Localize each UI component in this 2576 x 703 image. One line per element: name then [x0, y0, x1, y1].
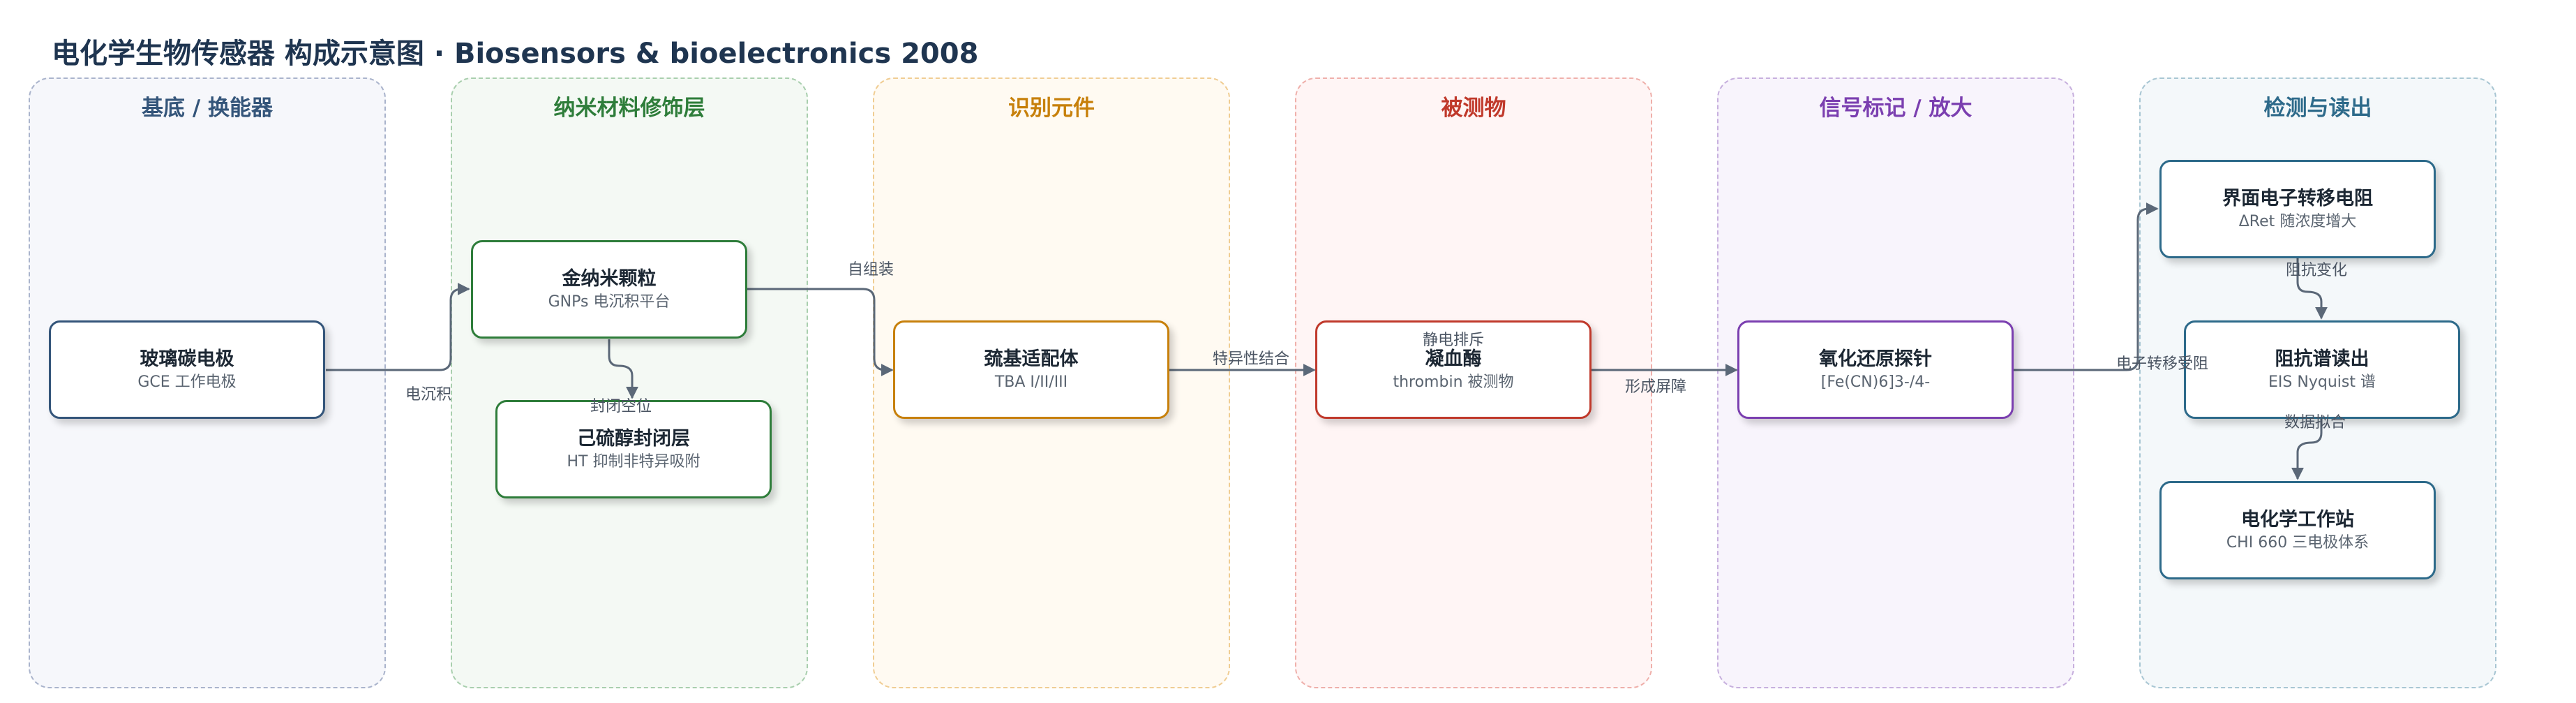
lane-title: 检测与读出 — [2263, 96, 2372, 121]
lane-title: 信号标记 / 放大 — [1819, 96, 1972, 121]
node-chi: 电化学工作站 CHI 660 三电极体系 — [2159, 481, 2436, 579]
node-subtitle: TBA I/II/III — [994, 373, 1068, 391]
edge-eis-chi — [2291, 419, 2323, 480]
lane-title: 纳米材料修饰层 — [553, 96, 705, 121]
page-title: 电化学生物传感器 构成示意图 · Biosensors & bioelectro… — [52, 38, 979, 70]
edge-label-electrostatic-repulsion: 静电排斥 — [1423, 332, 1485, 349]
node-title: 己硫醇封闭层 — [577, 427, 690, 450]
node-title: 电化学工作站 — [2241, 508, 2354, 531]
node-ht: 己硫醇封闭层 HT 抑制非特异吸附 — [495, 400, 772, 498]
edge-label-self-assembly: 自组装 — [848, 261, 894, 279]
edge-gce-gnps — [326, 283, 470, 371]
lane-title: 被测物 — [1441, 96, 1506, 121]
edge-label-specific-binding: 特异性结合 — [1213, 350, 1290, 368]
node-gce: 玻璃碳电极 GCE 工作电极 — [49, 320, 325, 419]
node-subtitle: CHI 660 三电极体系 — [2226, 533, 2369, 552]
node-subtitle: GCE 工作电极 — [137, 373, 237, 391]
node-subtitle: thrombin 被测物 — [1393, 373, 1514, 391]
node-title: 阻抗谱读出 — [2275, 348, 2369, 370]
edge-gnps-tba — [747, 288, 894, 376]
lane-nanomaterial: 纳米材料修饰层 — [451, 77, 808, 688]
edge-probe-ret — [2013, 202, 2159, 371]
node-subtitle: ΔRet 随浓度增大 — [2238, 212, 2357, 230]
node-ret: 界面电子转移电阻 ΔRet 随浓度增大 — [2159, 160, 2436, 258]
edge-label-impedance-change: 阻抗变化 — [2286, 262, 2348, 279]
node-thrombin: 凝血酶 thrombin 被测物 — [1315, 320, 1592, 419]
node-title: 界面电子转移电阻 — [2222, 187, 2373, 209]
node-subtitle: GNPs 电沉积平台 — [548, 293, 671, 311]
lane-title: 识别元件 — [1008, 96, 1095, 121]
node-subtitle: HT 抑制非特异吸附 — [567, 452, 701, 471]
node-title: 巯基适配体 — [984, 348, 1079, 370]
node-title: 玻璃碳电极 — [140, 348, 234, 370]
node-eis: 阻抗谱读出 EIS Nyquist 谱 — [2184, 320, 2460, 419]
node-tba: 巯基适配体 TBA I/II/III — [893, 320, 1169, 419]
node-subtitle: EIS Nyquist 谱 — [2268, 373, 2376, 391]
edge-gnps-ht — [608, 339, 638, 399]
node-probe: 氧化还原探针 [Fe(CN)6]3-/4- — [1737, 320, 2014, 419]
node-title: 金纳米颗粒 — [562, 267, 657, 290]
edge-label-data-fitting: 数据拟合 — [2284, 414, 2346, 431]
edge-ret-eis — [2296, 258, 2328, 320]
node-subtitle: [Fe(CN)6]3-/4- — [1820, 373, 1931, 391]
edge-label-electron-transfer-blocked: 电子转移受阻 — [2116, 355, 2209, 373]
node-title: 凝血酶 — [1425, 348, 1482, 370]
edge-label-electrodeposition: 电沉积 — [405, 386, 452, 404]
node-title: 氧化还原探针 — [1819, 348, 1932, 370]
edge-label-form-barrier: 形成屏障 — [1625, 378, 1687, 396]
edge-label-block-vacancy: 封闭空位 — [590, 398, 652, 415]
node-gnps: 金纳米颗粒 GNPs 电沉积平台 — [471, 240, 747, 339]
lane-title: 基底 / 换能器 — [142, 96, 273, 121]
